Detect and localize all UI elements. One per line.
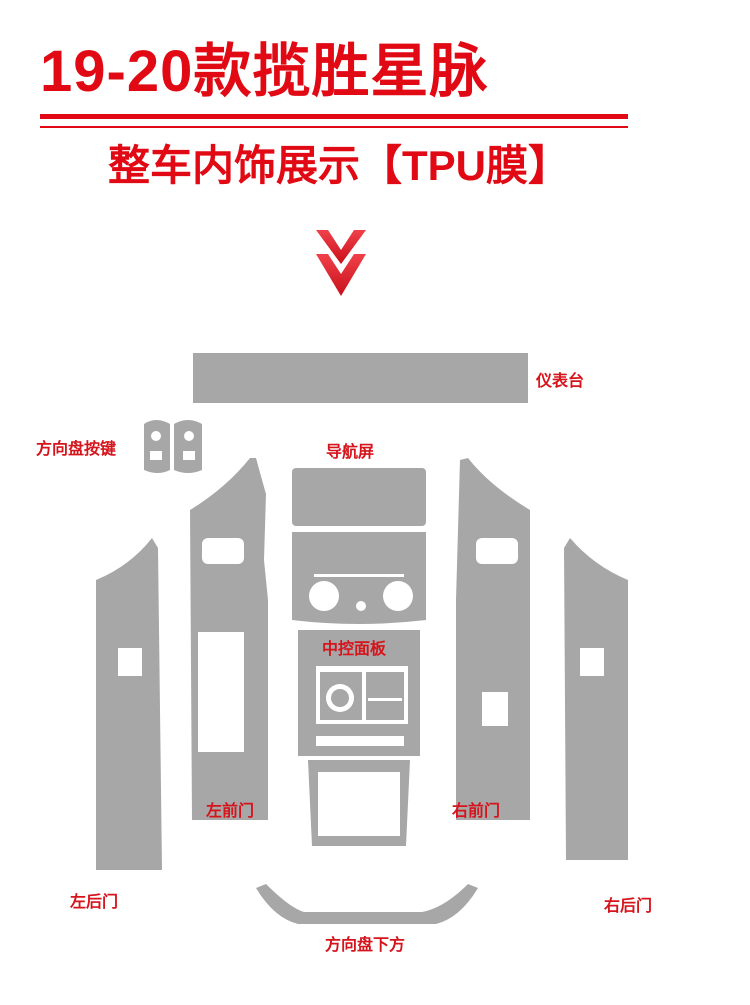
- label-right-front-door: 右前门: [452, 803, 501, 820]
- page-title: 19-20款揽胜星脉: [40, 39, 489, 104]
- label-right-rear-door: 右后门: [604, 898, 653, 915]
- left-rear-door-film: [96, 538, 162, 870]
- interior-film-diagram: [96, 353, 628, 924]
- dashboard-film: [193, 353, 528, 403]
- right-rear-door-film: [564, 538, 628, 860]
- center-console-upper-film: [292, 532, 426, 624]
- label-dashboard: 仪表台: [536, 373, 585, 390]
- page-subtitle: 整车内饰展示【TPU膜】: [108, 142, 571, 189]
- label-steering-lower: 方向盘下方: [325, 937, 406, 954]
- label-steering-buttons: 方向盘按键: [36, 441, 117, 458]
- center-panel-film: [298, 630, 420, 846]
- label-navigation-screen: 导航屏: [326, 444, 375, 461]
- steering-buttons-film: [144, 420, 202, 473]
- label-left-front-door: 左前门: [206, 803, 255, 820]
- steering-lower-film: [256, 884, 478, 924]
- chevron-down-double-icon: [316, 230, 366, 296]
- label-center-panel: 中控面板: [322, 641, 387, 658]
- title-underline-thin: [40, 126, 628, 128]
- right-front-door-film: [456, 458, 530, 820]
- title-underline-thick: [40, 114, 628, 119]
- label-left-rear-door: 左后门: [70, 894, 119, 911]
- navigation-screen-film: [292, 468, 426, 526]
- left-front-door-film: [190, 458, 268, 820]
